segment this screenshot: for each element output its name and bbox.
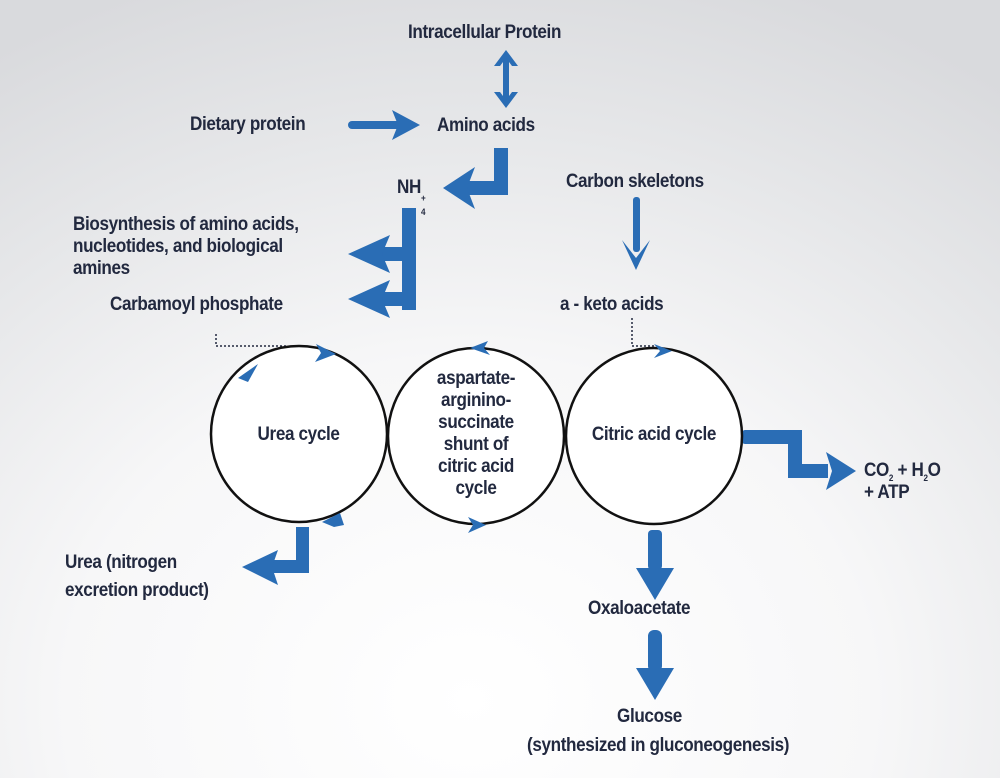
urea-to-product-arrow [242, 527, 309, 585]
biosynthesis-line: nucleotides, and biological [73, 236, 283, 257]
h2o-subscript: 2 [923, 472, 928, 483]
carbamoyl-phosphate-label: Carbamoyl phosphate [110, 294, 283, 315]
dietary-protein-label: Dietary protein [190, 114, 306, 135]
products-label: CO2 + H2O + ATP [864, 460, 941, 504]
biosynthesis-line: amines [73, 258, 130, 279]
biosynthesis-line: Biosynthesis of amino acids, [73, 214, 299, 235]
nh4-charge: + [420, 193, 426, 203]
biosynthesis-label: Biosynthesis of amino acids, nucleotides… [73, 214, 299, 280]
shunt-label: aspartate- arginino- succinate shunt of … [396, 368, 556, 500]
shunt-line: arginino- [441, 390, 511, 411]
cycle-arrowhead [238, 364, 258, 382]
cycle-arrowhead [468, 517, 486, 533]
cycle-arrowhead [654, 344, 672, 358]
carbon-to-keto-arrow [622, 197, 650, 270]
oxaloacetate-label: Oxaloacetate [588, 598, 691, 619]
shunt-line: aspartate- [436, 368, 516, 389]
nh4-base: NH [397, 177, 421, 198]
dietary-to-amino-arrow [348, 110, 420, 140]
keto-connector [631, 318, 656, 347]
citric-to-products-arrow [742, 430, 856, 490]
co2-subscript: 2 [888, 472, 894, 483]
citric-to-oxaloacetate-arrow [636, 530, 674, 600]
shunt-line: succinate [438, 412, 514, 433]
urea-product-label: Urea (nitrogen excretion product) [65, 552, 209, 602]
citric-acid-cycle-label: Citric acid cycle [591, 424, 717, 445]
shunt-line: shunt of [443, 434, 509, 455]
intracellular-protein-label: Intracellular Protein [408, 22, 562, 43]
nh4-label: NH + 4 [397, 177, 427, 217]
glucose-note-label: (synthesized in gluconeogenesis) [527, 735, 790, 756]
nh4-branch-arrows [348, 208, 416, 318]
citric-acid-cycle-circle [564, 346, 744, 526]
cycle-arrowhead [470, 341, 490, 355]
glucose-label: Glucose [617, 706, 682, 727]
shunt-line: citric acid [438, 456, 514, 477]
products-line-2: + ATP [864, 482, 910, 503]
carbon-skeletons-label: Carbon skeletons [566, 171, 704, 192]
carbamoyl-connector [215, 334, 287, 350]
products-line-1: CO2 + H2O [864, 460, 941, 483]
bidirectional-arrow [494, 50, 518, 108]
oxaloacetate-to-glucose-arrow [636, 630, 674, 700]
cycle-arrowhead [315, 344, 336, 362]
nh4-subscript: 4 [420, 207, 426, 217]
cycle-arrowhead [322, 513, 344, 527]
amino-to-nh4-arrow [443, 148, 508, 209]
urea-product-line: excretion product) [65, 580, 209, 601]
amino-acids-label: Amino acids [437, 115, 535, 136]
shunt-line: cycle [455, 478, 497, 499]
urea-product-line: Urea (nitrogen [65, 552, 177, 573]
keto-acids-label: a - keto acids [560, 294, 664, 315]
urea-cycle-label: Urea cycle [258, 424, 340, 445]
